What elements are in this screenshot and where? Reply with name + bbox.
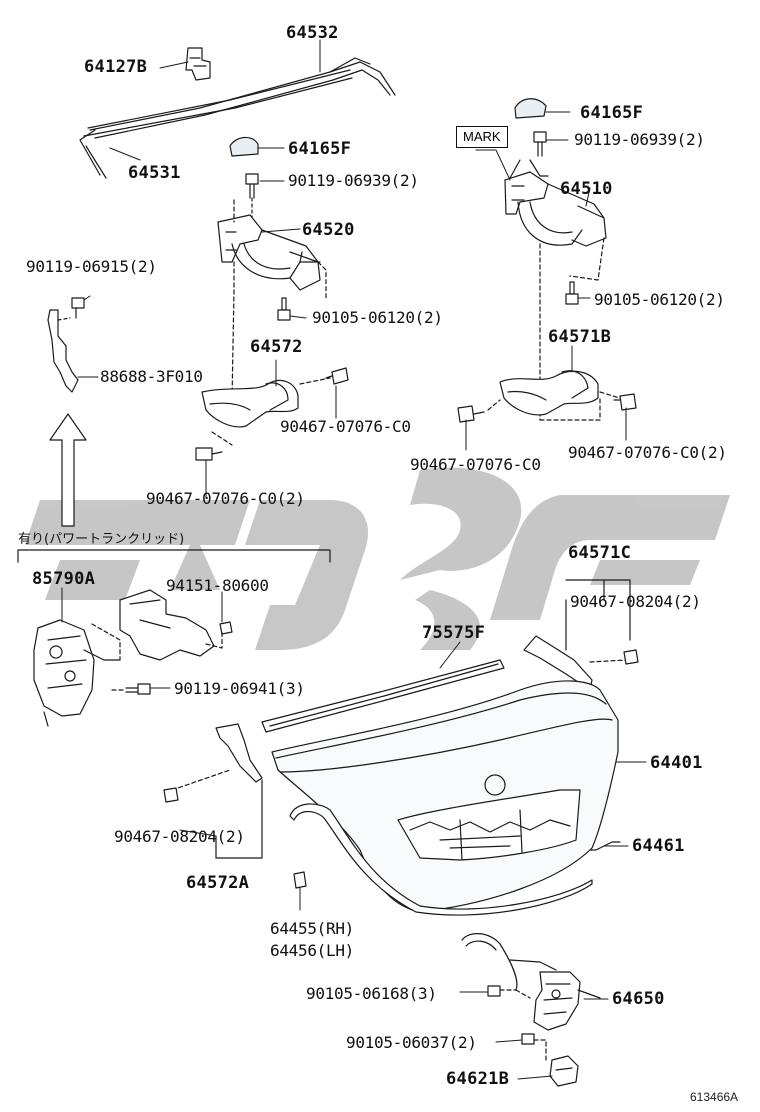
- label-90467-07076-C0-2-right: 90467-07076-C0(2): [568, 443, 727, 462]
- label-90119-06915: 90119-06915(2): [26, 257, 157, 276]
- label-64571C: 64571C: [568, 543, 632, 563]
- bracket-94151: [119, 589, 233, 661]
- label-64621B: 64621B: [446, 1069, 510, 1089]
- label-75575F: 75575F: [422, 623, 486, 643]
- bolt-90119-06941: [111, 683, 151, 695]
- label-85790A: 85790A: [32, 569, 96, 589]
- watermark-logo: [25, 467, 730, 650]
- label-64127B: 64127B: [84, 57, 148, 77]
- bolt-90105-06120-left: [277, 297, 291, 321]
- label-64532: 64532: [286, 23, 339, 43]
- leader-lines: [61, 39, 647, 1080]
- garnish-64571C: [523, 579, 639, 691]
- label-90105-06120-left: 90105-06120(2): [312, 308, 443, 327]
- label-90467-07076-C0-b: 90467-07076-C0: [410, 455, 541, 474]
- support-rod-88688-3F010: [47, 297, 85, 393]
- striker-64621B: [549, 1055, 579, 1087]
- label-90119-06939-left: 90119-06939(2): [288, 171, 419, 190]
- cushion-64165F-right: [514, 98, 547, 119]
- hinge-64510: [504, 159, 607, 421]
- bolt-90119-06939-left: [245, 173, 259, 223]
- bolt-90105-06037: [521, 1033, 547, 1061]
- label-90105-06120-right: 90105-06120(2): [594, 290, 725, 309]
- cushion-64165F-left: [229, 136, 259, 157]
- power-trunk-lid-bracket: [17, 549, 331, 563]
- mark-label: MARK: [456, 126, 508, 148]
- torsion-bar-64532: [79, 57, 396, 179]
- bolt-90105-06168: [487, 985, 517, 997]
- power-trunk-lid-note: 有り(パワートランクリッド): [18, 532, 185, 547]
- label-64650: 64650: [612, 989, 665, 1009]
- cover-64571B: [487, 370, 627, 421]
- garnish-64572A: [163, 723, 263, 859]
- label-90119-06941: 90119-06941(3): [174, 679, 305, 698]
- label-64461: 64461: [632, 836, 685, 856]
- torsion-bar-64531: [83, 69, 353, 137]
- label-64401: 64401: [650, 753, 703, 773]
- drawing-id: 613466A: [690, 1090, 739, 1104]
- bracket-64127B: [185, 47, 211, 81]
- label-90467-08204-left: 90467-08204(2): [114, 827, 245, 846]
- label-64572A: 64572A: [186, 873, 250, 893]
- clip-90467-07076-C0-b: [195, 447, 223, 461]
- clip-90467-07076-C0-a: [325, 367, 349, 385]
- label-64456-lh: 64456(LH): [270, 941, 354, 960]
- label-90119-06939-right: 90119-06939(2): [574, 130, 705, 149]
- label-90467-08204-right: 90467-08204(2): [570, 592, 701, 611]
- label-90105-06168: 90105-06168(3): [306, 984, 437, 1003]
- weatherstrip-75575F: [261, 659, 505, 733]
- label-64571B: 64571B: [548, 327, 612, 347]
- label-90467-07076-C0-a: 90467-07076-C0: [280, 417, 411, 436]
- label-64572: 64572: [250, 337, 303, 357]
- label-90105-06037: 90105-06037(2): [346, 1033, 477, 1052]
- direction-arrow: [49, 413, 87, 527]
- clip-90467-07076-C0-c: [457, 405, 485, 423]
- stopper-64455: [293, 871, 307, 889]
- clip-90467-07076-C0-d: [613, 393, 637, 411]
- label-64531: 64531: [128, 163, 181, 183]
- power-closer-85790A: [33, 619, 121, 727]
- label-64165F-left: 64165F: [288, 139, 352, 159]
- lock-64650: [461, 933, 601, 1031]
- label-88688-3F010: 88688-3F010: [100, 367, 203, 386]
- label-94151-80600: 94151-80600: [166, 576, 269, 595]
- trunk-lid-64401: [271, 680, 619, 913]
- bolt-90119-06939-right: [533, 131, 547, 157]
- label-90467-07076-C0-2-left: 90467-07076-C0(2): [146, 489, 305, 508]
- bolt-90105-06120-right: [565, 281, 579, 305]
- label-64510: 64510: [560, 179, 613, 199]
- hinge-64520: [217, 199, 327, 401]
- cover-64572: [201, 377, 331, 446]
- label-64165F-right: 64165F: [580, 103, 644, 123]
- label-64455-rh: 64455(RH): [270, 919, 354, 938]
- label-64520: 64520: [302, 220, 355, 240]
